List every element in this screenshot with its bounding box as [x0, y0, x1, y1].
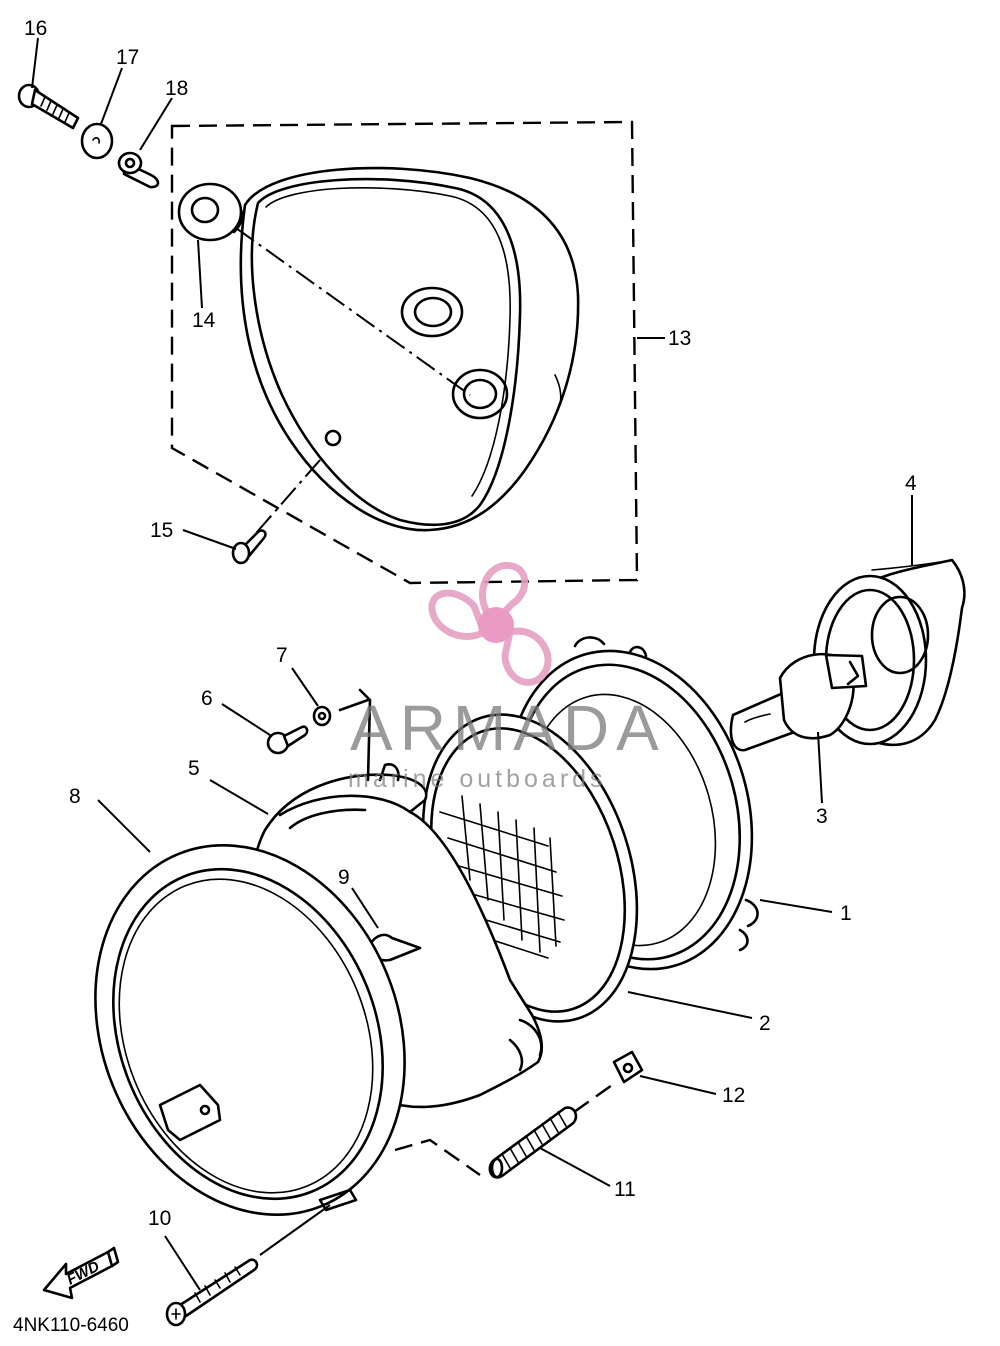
screw-10-center-line: [259, 1204, 331, 1256]
forward-direction-arrow: FWD: [42, 1246, 120, 1300]
screw-10: [164, 1204, 331, 1327]
callout-8: 8: [69, 785, 81, 808]
headlight-body-assembly: [170, 120, 665, 585]
leader-12: [639, 1075, 717, 1095]
shell-mount-hole-lower: [462, 378, 498, 410]
callout-14: 14: [192, 309, 216, 332]
ring-clip: [358, 688, 372, 782]
rim-spring-guide: [394, 1138, 481, 1176]
shell-mount-hole-upper: [413, 296, 453, 328]
part-code: 4NK110-6460: [13, 1315, 129, 1336]
callout-17: 17: [116, 46, 139, 69]
callout-9: 9: [338, 866, 350, 889]
grommet-hole: [190, 196, 220, 224]
leader-2: [627, 991, 753, 1019]
headlight-bulb: [729, 652, 868, 804]
rim-bracket: [158, 1083, 222, 1142]
callout-5: 5: [188, 757, 200, 780]
callout-4: 4: [905, 472, 917, 495]
leader-18: [139, 97, 173, 151]
shell-rim-inner: [265, 187, 511, 497]
washer: [80, 122, 114, 160]
callout-12: 12: [722, 1084, 745, 1107]
leader-1: [759, 899, 833, 913]
leader-7: [291, 667, 319, 707]
rim-inner: [112, 867, 384, 1201]
leader-16: [31, 37, 39, 89]
unit-tab-right: [744, 898, 759, 928]
leader-17: [100, 67, 123, 125]
callout-10: 10: [148, 1207, 171, 1230]
leader-3: [817, 731, 823, 804]
mount-hardware: [17, 37, 244, 309]
washer-7: [291, 667, 332, 727]
shell-side-detail: [554, 374, 562, 406]
callout-15: 15: [150, 519, 173, 542]
leader-8: [97, 799, 151, 853]
screw-6: [221, 703, 309, 755]
grommet-edge: [232, 208, 244, 234]
ring-tab-top: [378, 763, 400, 782]
leader-5: [209, 779, 269, 815]
fwd-label: FWD: [64, 1258, 102, 1289]
screw-15: [182, 529, 267, 565]
watermark: ARMADA marine outboards: [348, 561, 666, 793]
callout-16: 16: [24, 17, 47, 40]
callout-13: 13: [668, 327, 691, 350]
center-line-screw: [249, 459, 321, 541]
watermark-subtitle: marine outboards: [348, 765, 607, 793]
nut-12: [612, 1050, 717, 1095]
socket-cover-center: [870, 595, 930, 675]
callout-3: 3: [816, 805, 828, 828]
leader-11: [539, 1147, 611, 1187]
grommet: [177, 182, 243, 242]
rim-screw-tab: [318, 1188, 358, 1212]
leader-10: [164, 1235, 201, 1291]
shell-rim: [250, 177, 522, 527]
bolt: [17, 83, 80, 130]
watermark-title: ARMADA: [350, 692, 666, 764]
callout-7: 7: [276, 644, 288, 667]
shell-outline: [239, 166, 580, 532]
adjusting-spring: [488, 1082, 616, 1187]
leader-6: [221, 703, 271, 736]
callout-6: 6: [201, 687, 213, 710]
callout-2: 2: [759, 1012, 771, 1035]
ring-tab-bottom: [518, 1018, 543, 1057]
shell-screw-hole: [324, 429, 342, 447]
leader-15: [182, 529, 237, 550]
leader-14: [197, 239, 203, 309]
callout-11: 11: [614, 1178, 636, 1201]
assembly-dashed-boundary: [170, 120, 639, 585]
spring-guide-line: [573, 1082, 616, 1113]
lens-pattern: [439, 795, 565, 959]
collar: [117, 151, 160, 189]
shell-mount-boss-upper: [400, 286, 464, 338]
callout-18: 18: [165, 77, 188, 100]
shell-mount-boss-lower: [451, 368, 509, 420]
leader-9: [351, 887, 379, 929]
propeller-logo-icon: [428, 561, 552, 686]
headlight-rim: [94, 799, 481, 1216]
center-line-bolt: [235, 227, 471, 396]
unit-tab-top: [573, 636, 606, 648]
callout-1: 1: [840, 902, 852, 925]
